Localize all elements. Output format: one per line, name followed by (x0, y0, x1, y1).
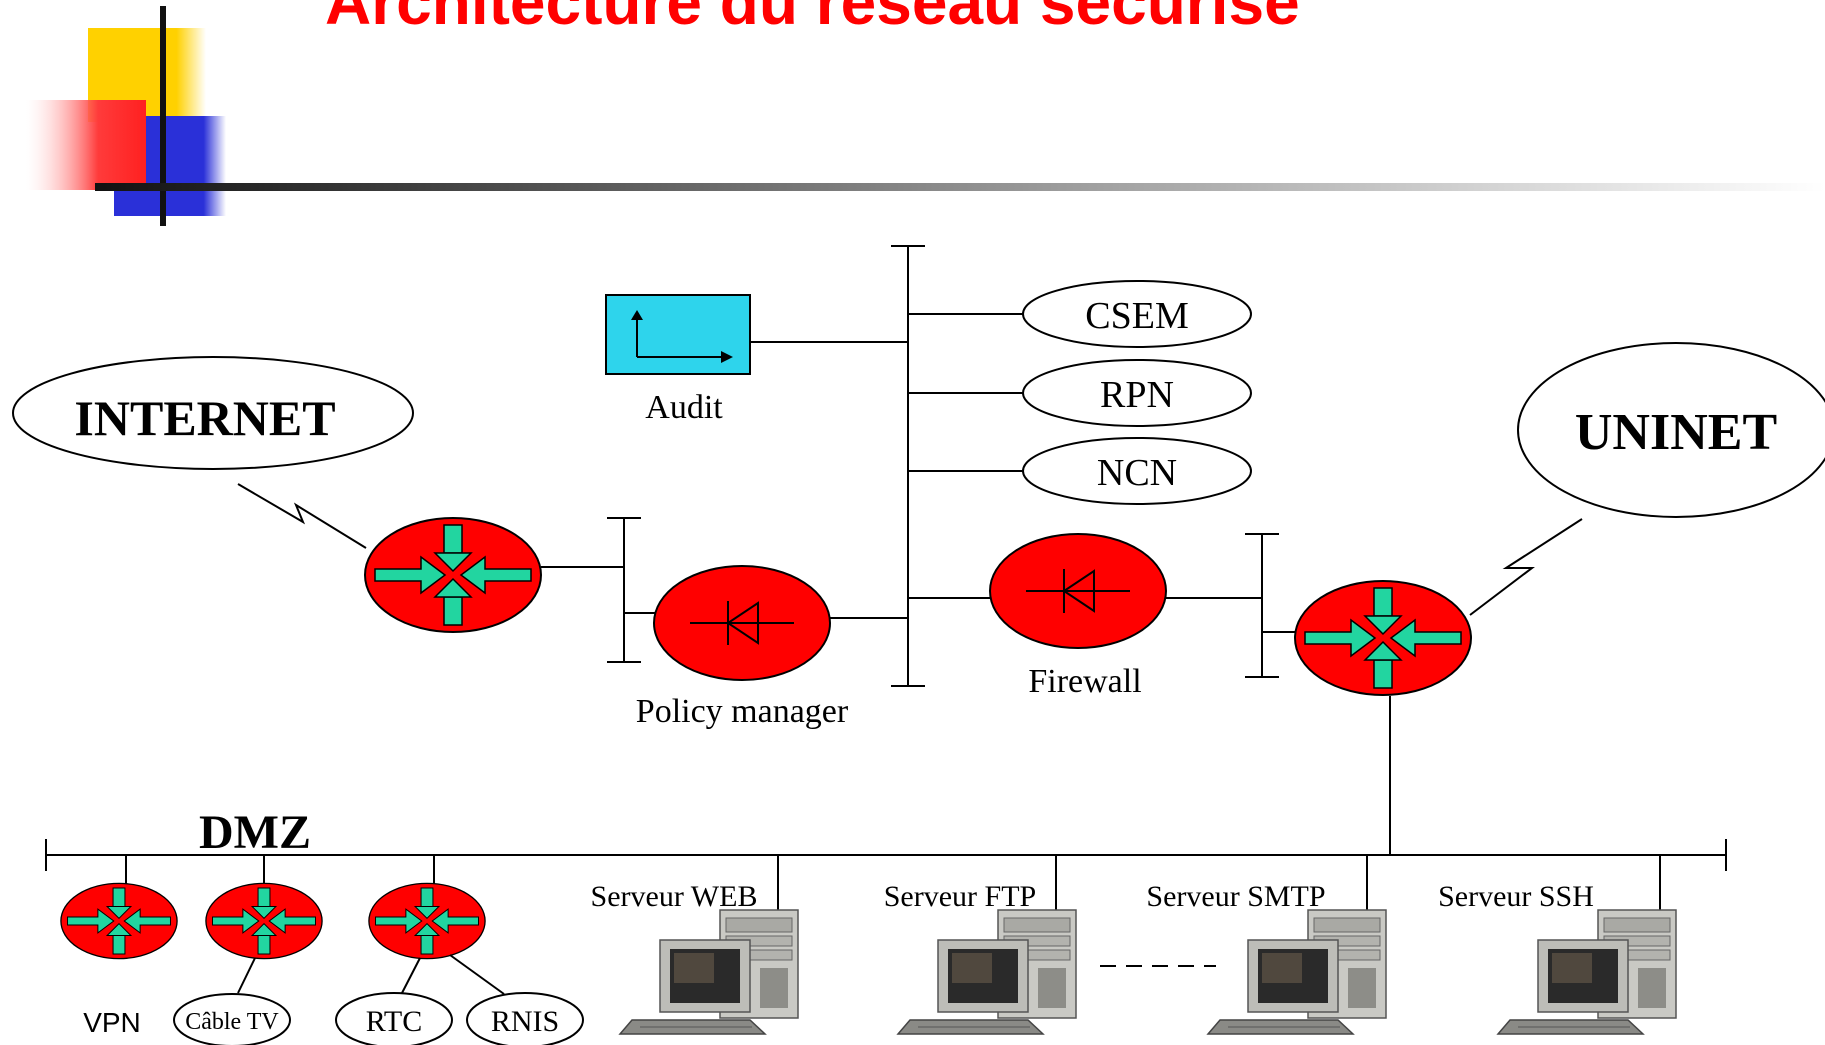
csem-label: CSEM (1085, 295, 1188, 337)
audit-label: Audit (645, 389, 723, 426)
vpn-router (60, 882, 178, 960)
vpn-label: VPN (83, 1007, 141, 1038)
rtc-label: RTC (366, 1005, 423, 1038)
server-web-computer-icon (619, 909, 799, 1035)
cable-tv-router (205, 882, 323, 960)
internet-wan-link (237, 483, 367, 549)
csem-cloud: CSEM (1022, 280, 1252, 348)
remote-access-router (368, 882, 486, 960)
policy-manager-label: Policy manager (636, 693, 849, 730)
audit-console (605, 294, 751, 375)
slide-title: Architecture du réseau sécurisé (325, 0, 1300, 38)
edge-router-internet (364, 517, 542, 633)
server-ftp-computer-icon (897, 909, 1077, 1035)
header-decoration (26, 6, 1825, 226)
server-ssh-computer-icon (1497, 909, 1677, 1035)
uninet-wan-link (1469, 518, 1583, 616)
firewall-label: Firewall (1028, 663, 1141, 700)
server-smtp-label: Serveur SMTP (1146, 880, 1325, 913)
firewall-node (989, 533, 1167, 649)
server-smtp-computer-icon (1207, 909, 1387, 1035)
edge-router-uninet (1294, 580, 1472, 696)
cable-tv-label: Câble TV (185, 1009, 279, 1035)
dmz-label: DMZ (199, 806, 311, 859)
cable-tv-cloud: Câble TV (173, 993, 291, 1045)
uninet-label: UNINET (1575, 404, 1777, 461)
internet-cloud: INTERNET (12, 356, 414, 470)
rnis-cloud: RNIS (466, 992, 584, 1045)
segment-uninet (1165, 533, 1296, 678)
dmz-bus (45, 839, 1727, 910)
access-links (237, 954, 505, 995)
policy-manager-node (653, 565, 831, 681)
server-ftp-label: Serveur FTP (884, 880, 1037, 913)
internet-label: INTERNET (74, 390, 335, 446)
server-ssh-label: Serveur SSH (1438, 880, 1594, 913)
rpn-cloud: RPN (1022, 359, 1252, 427)
server-web-label: Serveur WEB (591, 880, 758, 913)
segment-internet (541, 517, 656, 663)
rpn-label: RPN (1100, 374, 1174, 416)
rnis-label: RNIS (491, 1005, 559, 1038)
ncn-label: NCN (1097, 452, 1177, 494)
uninet-cloud: UNINET (1517, 342, 1825, 518)
ncn-cloud: NCN (1022, 437, 1252, 505)
rtc-cloud: RTC (335, 992, 453, 1045)
central-backbone (750, 245, 1026, 687)
